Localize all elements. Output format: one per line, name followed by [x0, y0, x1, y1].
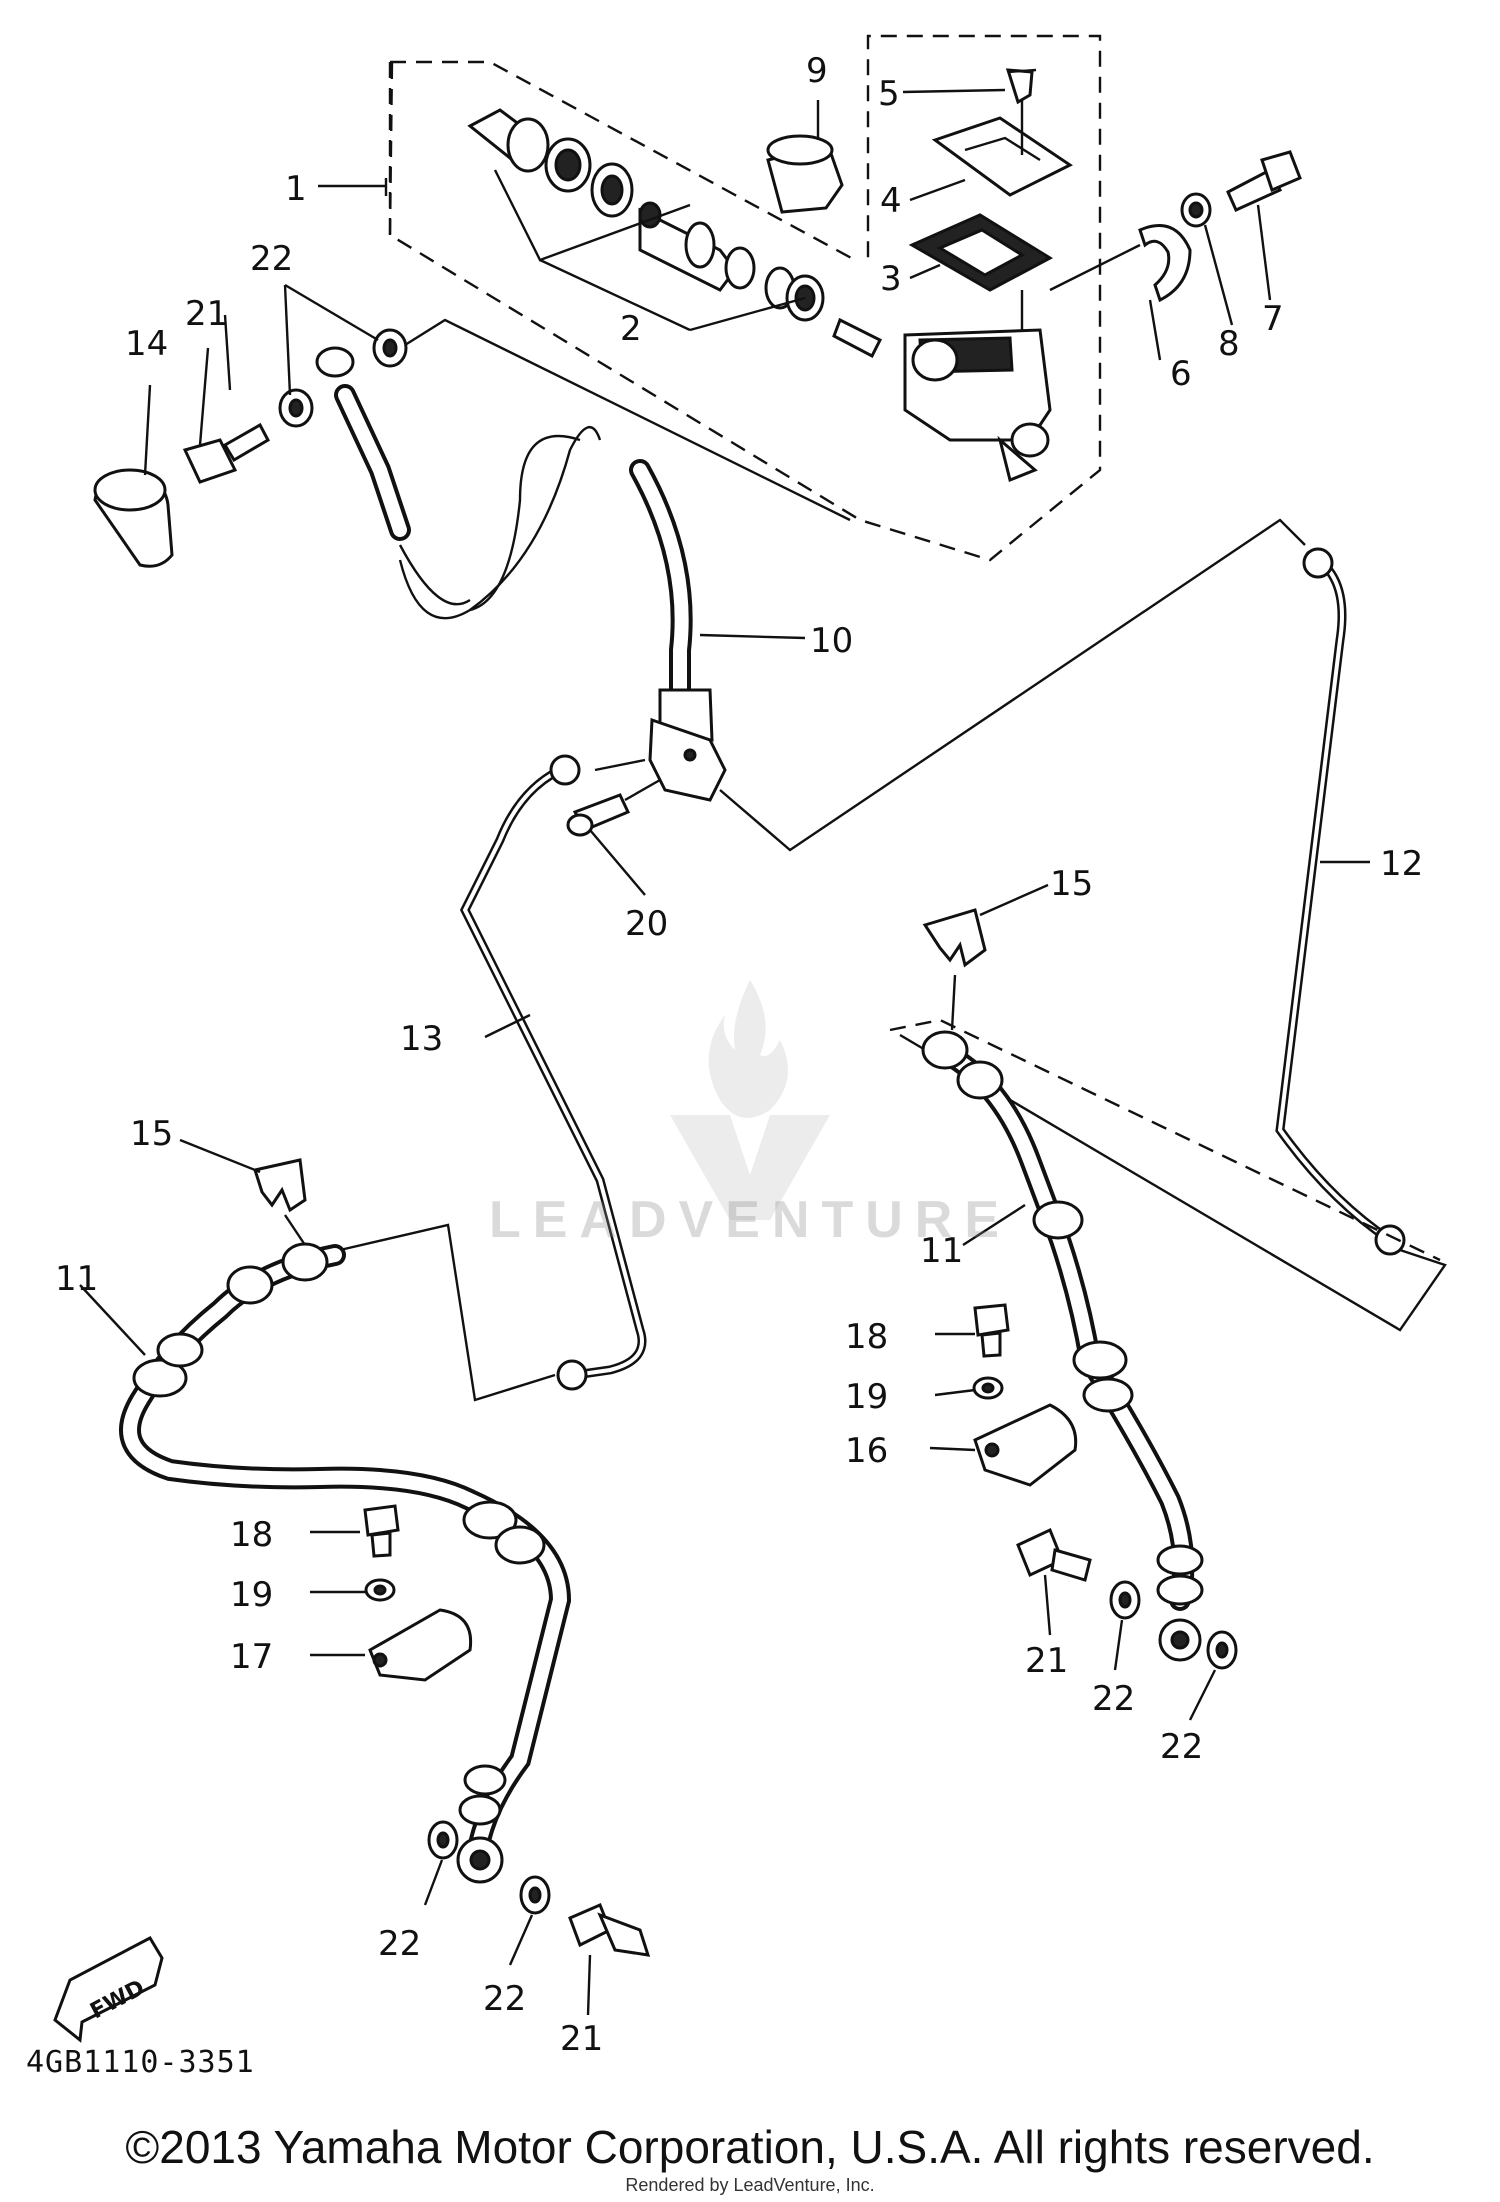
- piston-kit-leader-2: [539, 258, 806, 332]
- callout-1-bracket: [318, 178, 388, 196]
- callout-3: 3: [880, 259, 902, 299]
- callout-4: 4: [880, 181, 902, 221]
- callout-22-left-a: 22: [378, 1924, 421, 1964]
- callout-16: 16: [845, 1431, 888, 1471]
- diaphragm-plate-part: [931, 116, 1073, 197]
- union-bolt-top-part: [182, 422, 271, 484]
- rendered-by-notice: Rendered by LeadVenture, Inc.: [625, 2175, 875, 2195]
- clamp-leader-line: [1049, 243, 1141, 292]
- diagram-code: 4GB1110-3351: [26, 2045, 255, 2080]
- copper-washer-top-a: [278, 388, 314, 428]
- callout-1: 1: [285, 169, 307, 209]
- holder-clamp-part: [1138, 224, 1192, 303]
- hose-clip-left-part: [253, 1158, 307, 1213]
- brake-hose-10-part: [315, 346, 714, 742]
- callout-22-right-b: 22: [1160, 1727, 1203, 1767]
- bolt-leader-line-top: [404, 318, 851, 522]
- pipe-13-end-line: [339, 1223, 556, 1402]
- bracket-16-part: [973, 1403, 1078, 1487]
- callout-6: 6: [1170, 354, 1192, 394]
- callout-11-right: 11: [920, 1231, 963, 1271]
- callout-labels: 1 2 3 4 5 6 7 8 9 10 11 11 12 13 14 15 1…: [55, 51, 1423, 2059]
- callout-14: 14: [125, 324, 168, 364]
- callout-17: 17: [230, 1637, 273, 1677]
- callout-21-bottom: 21: [560, 2019, 603, 2059]
- bolt-18-left-part: [363, 1504, 400, 1558]
- diaphragm-part: [908, 213, 1054, 292]
- washer-19-right-part: [972, 1376, 1004, 1400]
- callout-21-top: 21: [185, 294, 228, 334]
- copper-washer-top-b: [372, 328, 408, 368]
- forward-direction-arrow: FWD: [53, 1936, 164, 2043]
- callout-9: 9: [806, 51, 828, 91]
- leadventure-logo: [670, 980, 830, 1220]
- watermark-text: LEADVENTURE: [488, 1191, 1012, 1249]
- callout-11-left: 11: [55, 1259, 98, 1299]
- master-cylinder-body-part: [903, 328, 1052, 483]
- brake-pipe-12-part: [1275, 547, 1406, 1256]
- master-cylinder-kit-outline: [388, 34, 1102, 562]
- washer-right-b: [1206, 1630, 1238, 1670]
- hose-clip-right-part: [922, 908, 987, 968]
- pipe-12-connector-line: [719, 518, 1306, 852]
- callout-22-right-a: 22: [1092, 1679, 1135, 1719]
- joint-bolt-leader: [624, 778, 661, 802]
- clip-left-leader: [284, 1214, 306, 1246]
- bracket-17-part: [368, 1608, 473, 1682]
- callout-5: 5: [878, 74, 900, 114]
- piston-kit-part: [467, 108, 883, 359]
- callout-18-right: 18: [845, 1317, 888, 1357]
- union-bolt-left-part: [568, 1903, 651, 1957]
- brake-hose-11-left-part: [119, 1242, 572, 1884]
- callout-15-right: 15: [1050, 864, 1093, 904]
- hose-10-loop: [469, 434, 581, 612]
- callout-leaders: [79, 88, 1370, 2016]
- callout-15-left: 15: [130, 1114, 173, 1154]
- callout-20: 20: [625, 904, 668, 944]
- reservoir-cap-part: [766, 134, 844, 214]
- brake-joint-block-part: [648, 717, 727, 802]
- copyright-notice: ©2013 Yamaha Motor Corporation, U.S.A. A…: [125, 2121, 1375, 2173]
- joint-bolt-20-part: [566, 793, 631, 837]
- callout-22-top: 22: [250, 239, 293, 279]
- union-bolt-right-part: [1016, 1527, 1092, 1582]
- screw-part: [1005, 68, 1037, 105]
- callout-13: 13: [400, 1019, 443, 1059]
- washer-left-b: [519, 1875, 551, 1915]
- hose-right-dashed-guide: [889, 1018, 1441, 1262]
- washer-left-a: [427, 1820, 459, 1860]
- pipe-13-connector-line: [594, 758, 646, 772]
- callout-18-left: 18: [230, 1515, 273, 1555]
- pipe-12-end-line: [899, 1033, 1447, 1332]
- bolt-18-right-part: [973, 1303, 1010, 1358]
- rubber-cap-part: [93, 468, 174, 568]
- callout-21-right: 21: [1025, 1641, 1068, 1681]
- callout-7: 7: [1262, 299, 1284, 339]
- washer-22-leader-b: [284, 283, 379, 342]
- clip-right-leader: [950, 974, 957, 1031]
- washer-right-a: [1109, 1580, 1141, 1620]
- callout-19-right: 19: [845, 1377, 888, 1417]
- callout-10: 10: [810, 621, 853, 661]
- washer-8-part: [1180, 192, 1212, 228]
- callout-19-left: 19: [230, 1575, 273, 1615]
- callout-8: 8: [1218, 324, 1240, 364]
- washer-22-leader-a: [283, 284, 292, 396]
- callout-12: 12: [1380, 844, 1423, 884]
- callout-2: 2: [620, 309, 642, 349]
- brake-hose-11-right-part: [921, 1030, 1204, 1662]
- washer-19-left-part: [364, 1578, 396, 1602]
- bolt-7-part: [1226, 150, 1302, 212]
